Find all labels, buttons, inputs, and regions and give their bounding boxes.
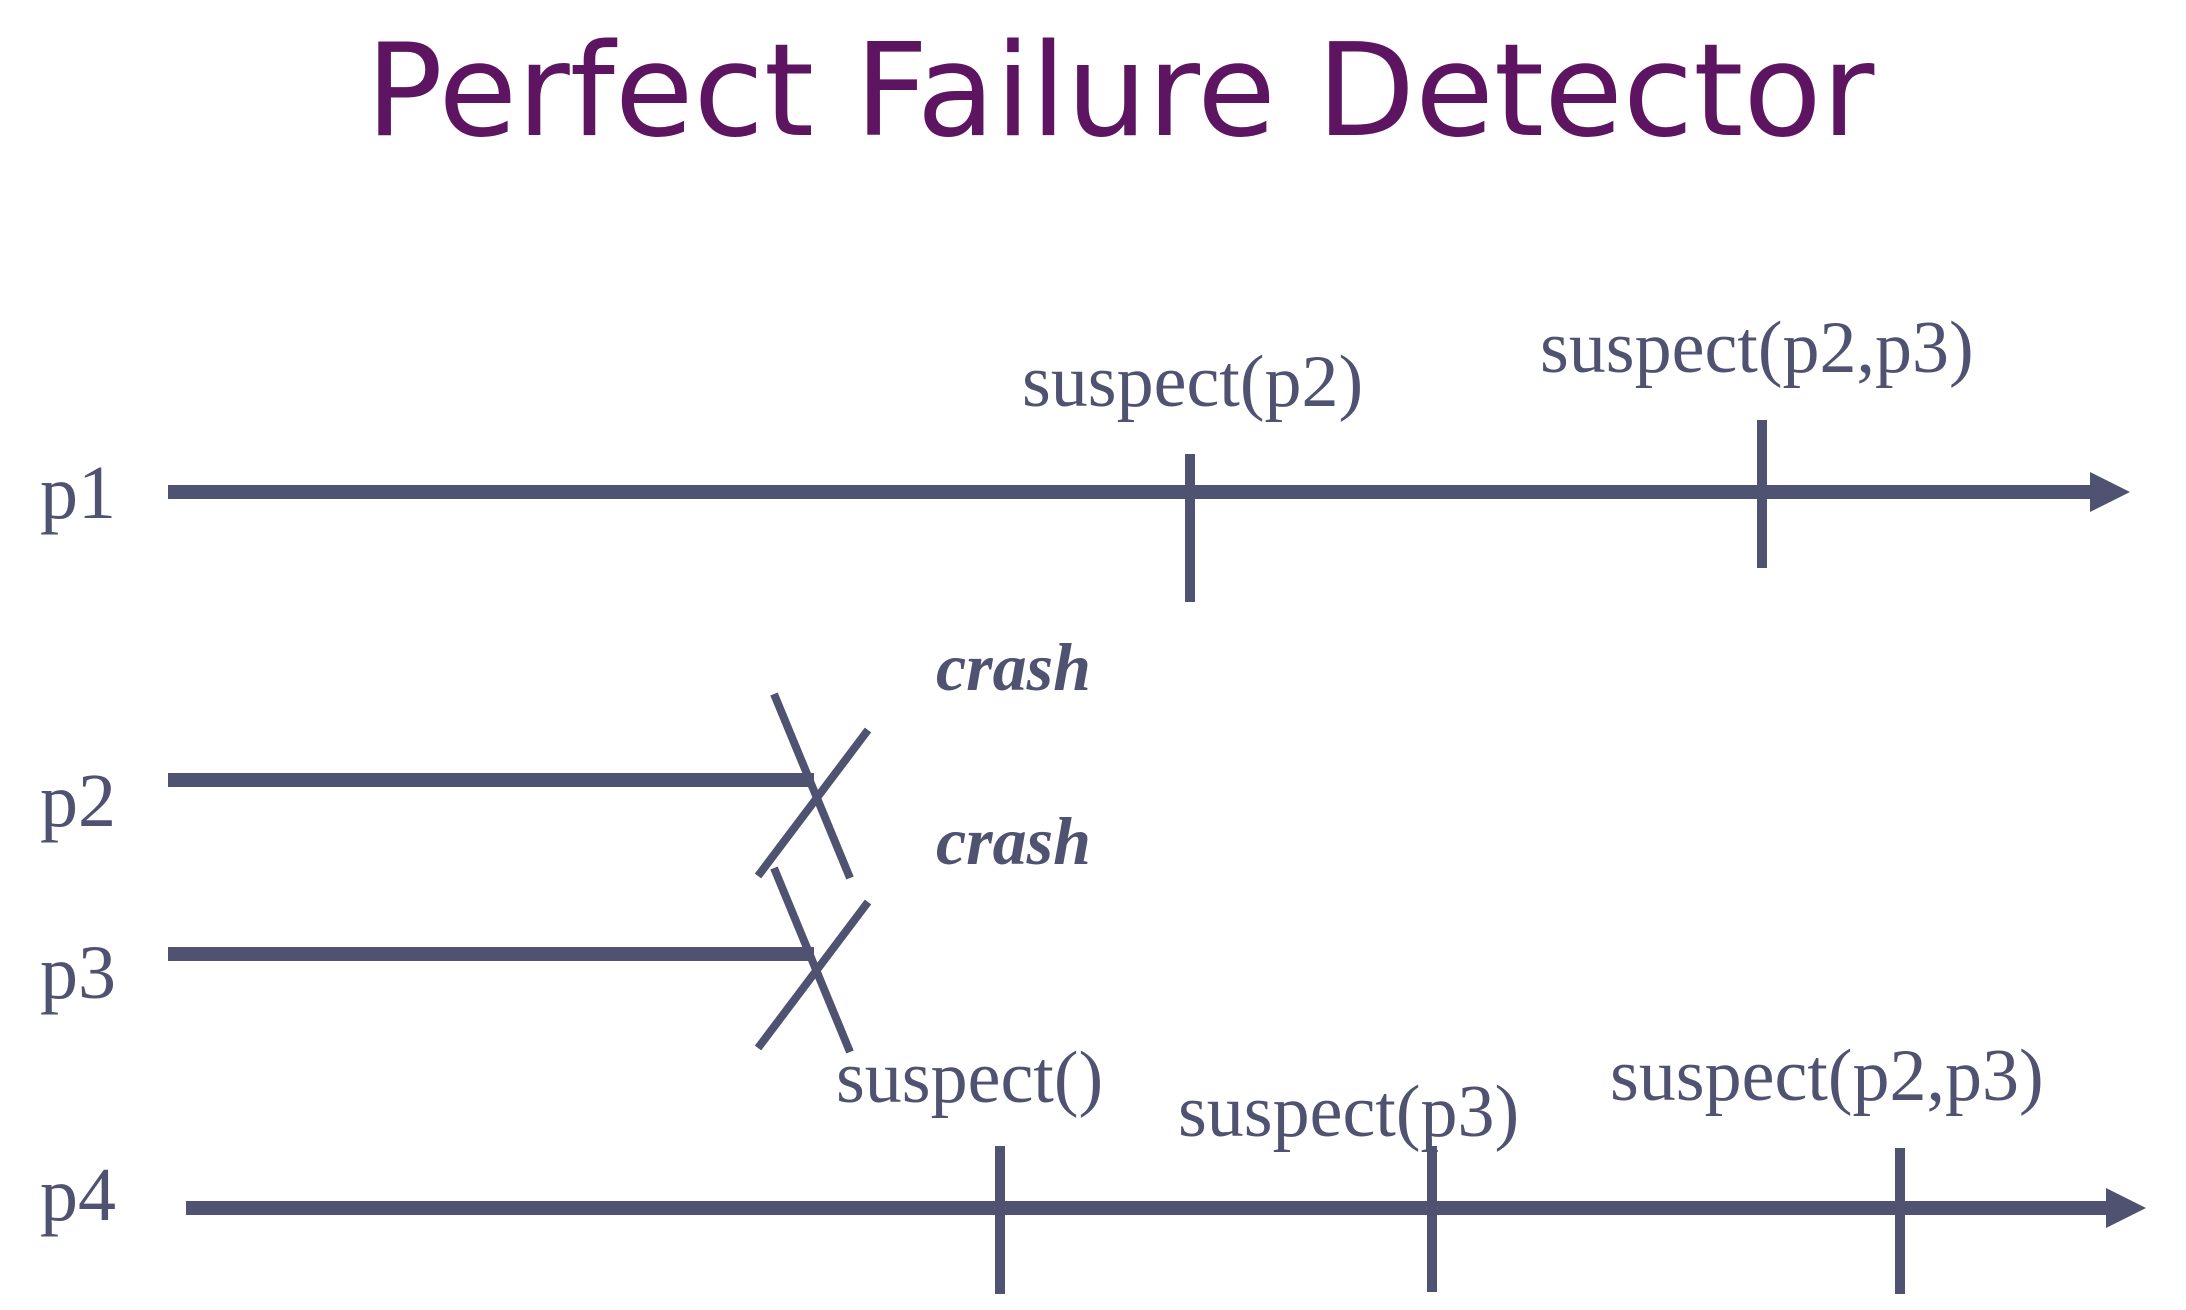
timeline-arrowhead-p1 bbox=[2090, 472, 2130, 512]
page-title: Perfect Failure Detector bbox=[366, 17, 1875, 166]
crash-mark-p3-stroke-b bbox=[754, 899, 872, 1051]
timeline-p4: suspect() suspect(p3) suspect(p2,p3) bbox=[186, 1035, 2146, 1294]
timeline-p2: crash bbox=[168, 629, 1091, 880]
event-label-p1-2: suspect(p2,p3) bbox=[1540, 307, 1974, 389]
crash-mark-p2-stroke-a bbox=[770, 692, 854, 880]
timeline-p1: suspect(p2) suspect(p2,p3) bbox=[168, 307, 2130, 602]
process-label-p3: p3 bbox=[40, 931, 116, 1015]
process-label-p1: p1 bbox=[40, 451, 116, 535]
crash-mark-p3-stroke-a bbox=[770, 866, 854, 1054]
process-label-p2: p2 bbox=[40, 759, 116, 843]
timeline-arrowhead-p4 bbox=[2106, 1188, 2146, 1228]
crash-label-p3: crash bbox=[936, 803, 1091, 879]
event-label-p4-3: suspect(p2,p3) bbox=[1610, 1035, 2044, 1117]
process-label-p4: p4 bbox=[40, 1153, 116, 1237]
crash-mark-p2-stroke-b bbox=[754, 727, 872, 879]
timeline-p3: crash bbox=[168, 803, 1091, 1054]
event-label-p1-1: suspect(p2) bbox=[1022, 341, 1363, 423]
event-label-p4-1: suspect() bbox=[836, 1037, 1103, 1119]
event-label-p4-2: suspect(p3) bbox=[1178, 1071, 1519, 1153]
crash-label-p2: crash bbox=[936, 629, 1091, 705]
